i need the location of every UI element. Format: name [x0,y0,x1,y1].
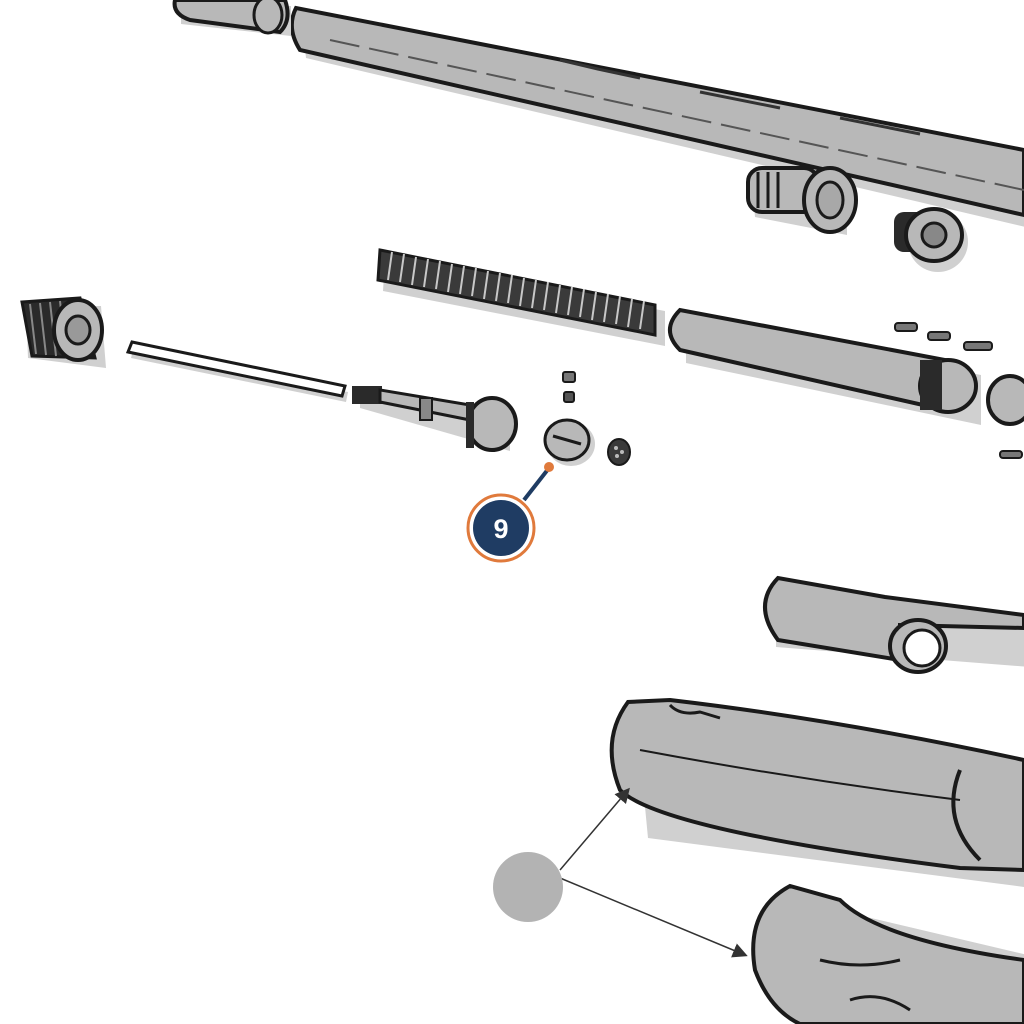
magazine-cap-right [894,207,968,272]
callout-leader-line [522,466,551,502]
forend [609,697,1024,887]
small-pins [894,322,1023,459]
magazine-follower [668,307,981,425]
barrel-end-piece [172,0,291,36]
callout-part-9[interactable]: 9 [466,462,554,563]
stock [751,883,1024,1024]
unlabeled-pointer [493,787,748,958]
barrel-lug [746,166,858,235]
receiver-edge [986,374,1024,426]
small-screws [562,371,576,403]
part-9-disc [543,418,595,466]
long-rod [125,340,348,402]
magazine-spring [376,248,665,346]
grey-marker [493,852,563,922]
plunger-assembly [352,386,518,452]
magazine-cap-left [20,296,106,368]
pointer-arrow-stock [559,877,748,958]
pointer-arrow-forend [559,787,630,871]
small-nut [607,438,631,466]
callout-leader-dot [544,462,554,472]
callout-label: 9 [493,514,508,544]
barrel [289,5,1024,227]
action-bar-slide [763,575,1024,674]
callout-badge [473,500,529,556]
